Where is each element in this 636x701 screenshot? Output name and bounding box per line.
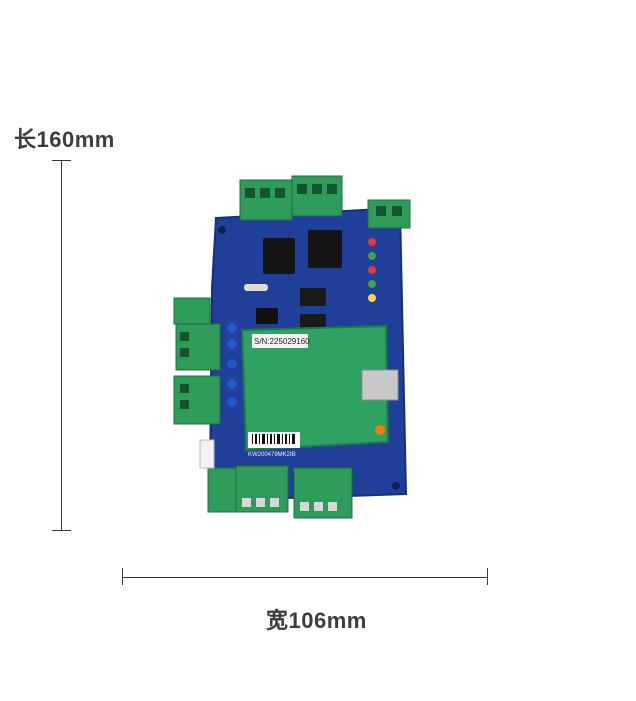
terminal-block-left	[173, 297, 221, 425]
resistor	[244, 284, 268, 291]
led-green	[368, 252, 376, 260]
mounting-hole	[218, 226, 226, 234]
daughter-board	[240, 324, 390, 452]
buzzer	[375, 425, 385, 435]
terminal-block-bottom	[207, 465, 353, 519]
relay	[308, 230, 342, 268]
width-dimension-label: 宽106mm	[266, 608, 367, 633]
width-dimension-cap-right	[487, 568, 488, 585]
white-connector	[199, 439, 215, 469]
serial-label: S/N:225029160	[254, 337, 310, 346]
mounting-hole	[392, 482, 400, 490]
serial-label-sticker	[252, 334, 308, 348]
terminal-block-top	[239, 175, 343, 221]
length-dimension-line	[61, 160, 62, 531]
led-yellow	[368, 294, 376, 302]
length-dimension-cap-top	[52, 160, 71, 161]
length-dimension-cap-bottom	[52, 530, 71, 531]
length-dimension-label: 长160mm	[14, 127, 115, 152]
voltage-regulator	[300, 288, 326, 306]
ic-chip	[256, 308, 278, 324]
width-dimension-cap-left	[122, 568, 123, 585]
barcode-text: KW200479MK2IB	[248, 452, 296, 458]
barcode	[252, 434, 295, 444]
led-green	[368, 280, 376, 288]
circuit-board-photo: S/N:225029160 KW200479MK2IB	[173, 175, 411, 519]
width-dimension-line	[122, 577, 488, 578]
led-red	[368, 238, 376, 246]
ethernet-port	[361, 369, 399, 401]
relay	[263, 238, 295, 274]
capacitor-row	[227, 323, 237, 407]
terminal-block-top-right	[367, 199, 411, 229]
led-red	[368, 266, 376, 274]
